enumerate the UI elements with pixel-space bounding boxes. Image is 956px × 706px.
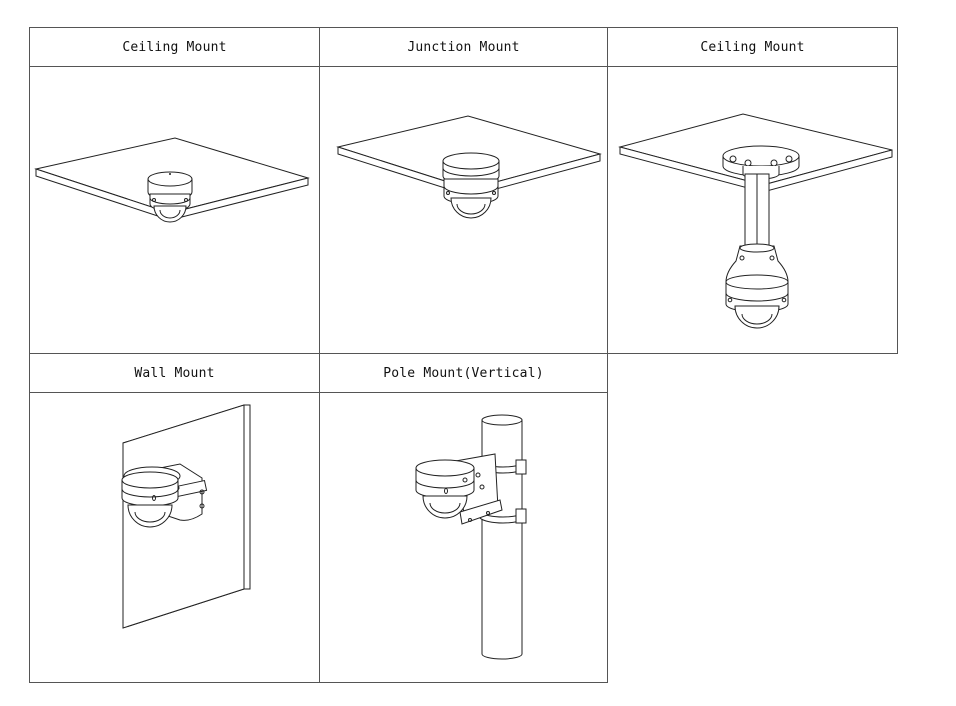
pole-mount-illustration — [320, 392, 607, 682]
dome-camera — [726, 275, 788, 328]
pendant-mount-illustration — [608, 66, 897, 353]
panel-ceiling-mount: Ceiling Mount — [29, 27, 320, 354]
dome-camera — [122, 472, 178, 527]
junction-box — [443, 153, 499, 184]
panel-junction-mount: Junction Mount — [319, 27, 608, 354]
panel-title: Ceiling Mount — [30, 28, 319, 67]
panel-ceiling-mount-pendant: Ceiling Mount — [607, 27, 898, 354]
panel-wall-mount: Wall Mount — [29, 353, 320, 683]
wall-mount-illustration — [30, 392, 319, 682]
pendant-pole — [745, 174, 769, 248]
ceiling-mount-illustration — [30, 66, 319, 353]
dome-camera — [148, 172, 192, 222]
panel-title: Wall Mount — [30, 354, 319, 393]
pole — [482, 415, 522, 659]
junction-mount-illustration — [320, 66, 607, 353]
ceiling-plate — [338, 116, 600, 196]
dome-camera — [416, 460, 474, 518]
panel-pole-mount-vertical: Pole Mount(Vertical) — [319, 353, 608, 683]
panel-title: Ceiling Mount — [608, 28, 897, 67]
panel-title: Pole Mount(Vertical) — [320, 354, 607, 393]
dome-camera — [444, 179, 498, 218]
panel-title: Junction Mount — [320, 28, 607, 67]
